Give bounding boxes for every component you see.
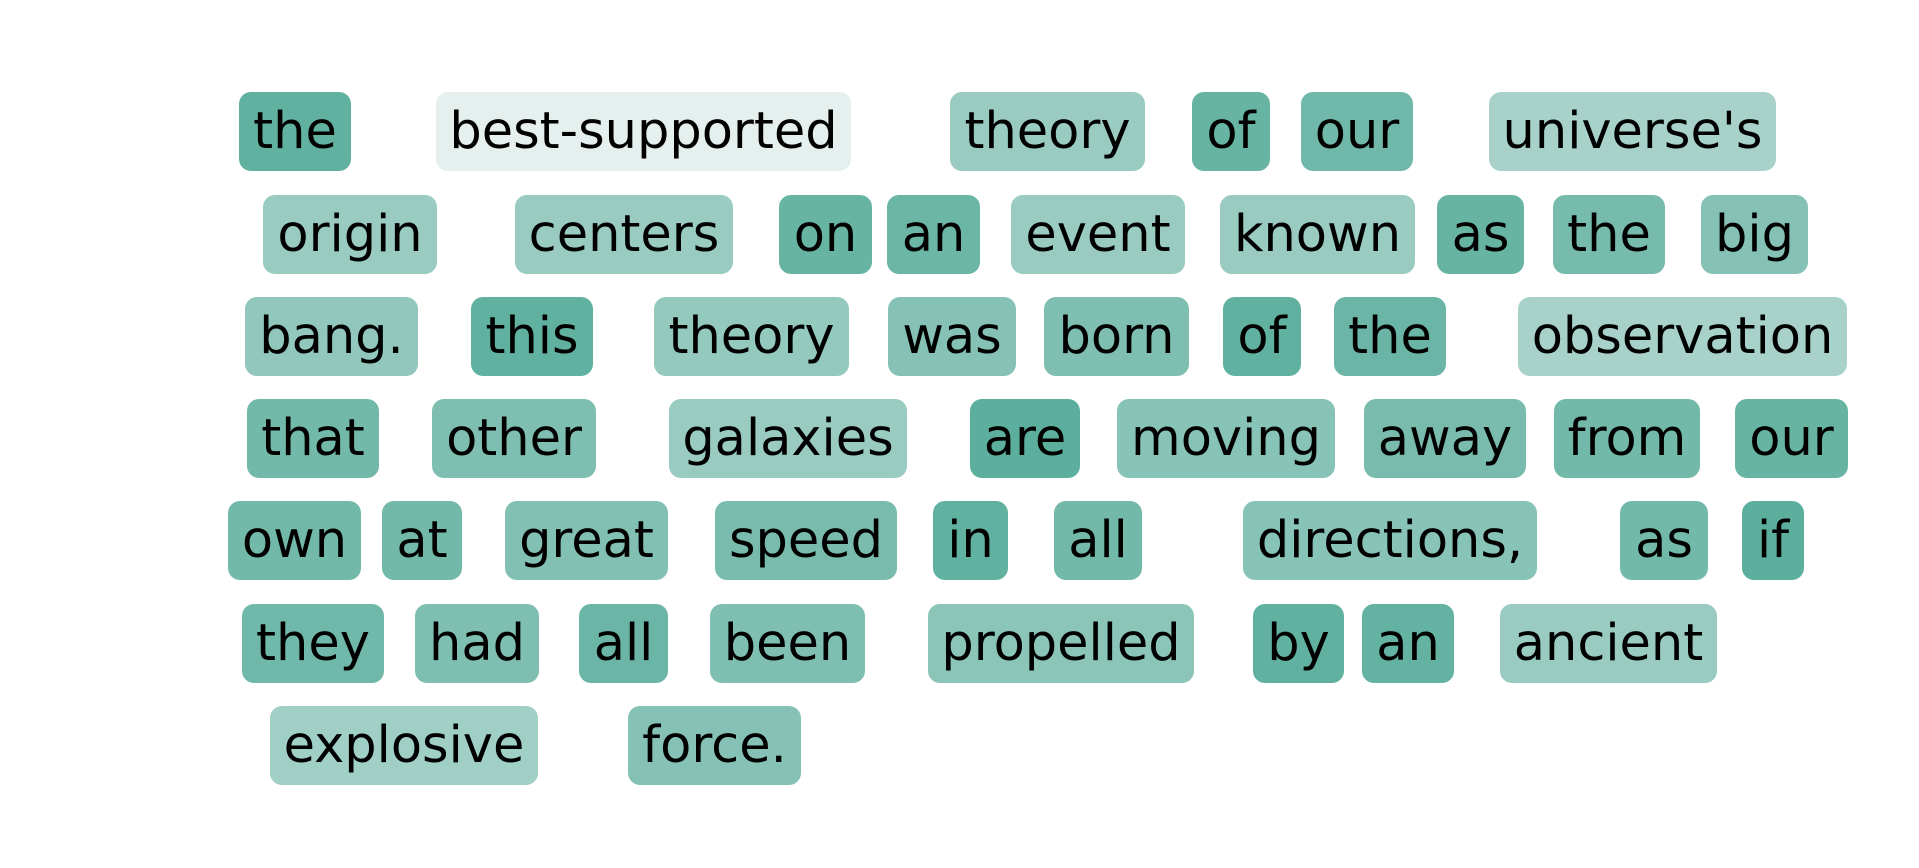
token-box: great xyxy=(505,501,668,580)
token-box: at xyxy=(382,501,462,580)
token-box: directions, xyxy=(1243,501,1537,580)
token-box: our xyxy=(1301,92,1413,171)
token-box: from xyxy=(1554,399,1700,478)
token-box: this xyxy=(471,297,593,376)
token-box: galaxies xyxy=(669,399,907,478)
token-box: the xyxy=(1334,297,1446,376)
token-box: theory xyxy=(950,92,1145,171)
token-box: own xyxy=(228,501,361,580)
token-box: was xyxy=(888,297,1016,376)
token-box: force. xyxy=(628,706,801,785)
token-box: in xyxy=(933,501,1008,580)
token-box: they xyxy=(242,604,384,683)
token-box: on xyxy=(779,195,872,274)
token-box: all xyxy=(579,604,668,683)
token-box: are xyxy=(970,399,1080,478)
token-box: moving xyxy=(1117,399,1335,478)
token-box: observation xyxy=(1518,297,1847,376)
token-box: other xyxy=(432,399,596,478)
token-box: by xyxy=(1253,604,1344,683)
token-box: been xyxy=(710,604,865,683)
token-box: universe's xyxy=(1489,92,1776,171)
token-box: an xyxy=(887,195,980,274)
token-box: as xyxy=(1437,195,1524,274)
token-box: speed xyxy=(715,501,897,580)
token-box: as xyxy=(1620,501,1708,580)
token-box: big xyxy=(1701,195,1808,274)
token-box: theory xyxy=(654,297,849,376)
token-box: origin xyxy=(263,195,437,274)
token-box: had xyxy=(415,604,539,683)
token-box: that xyxy=(247,399,379,478)
token-box: propelled xyxy=(928,604,1194,683)
token-box: all xyxy=(1054,501,1142,580)
token-box: the xyxy=(239,92,351,171)
token-box: explosive xyxy=(270,706,538,785)
token-box: best-supported xyxy=(436,92,851,171)
token-box: centers xyxy=(515,195,733,274)
token-box: born xyxy=(1044,297,1189,376)
token-box: of xyxy=(1192,92,1270,171)
token-box: ancient xyxy=(1500,604,1717,683)
token-box: known xyxy=(1220,195,1415,274)
token-box: the xyxy=(1553,195,1665,274)
token-box: of xyxy=(1223,297,1301,376)
token-box: away xyxy=(1364,399,1526,478)
token-box: an xyxy=(1362,604,1454,683)
token-box: bang. xyxy=(245,297,418,376)
token-box: event xyxy=(1011,195,1185,274)
token-box: if xyxy=(1742,501,1804,580)
token-box: our xyxy=(1735,399,1848,478)
